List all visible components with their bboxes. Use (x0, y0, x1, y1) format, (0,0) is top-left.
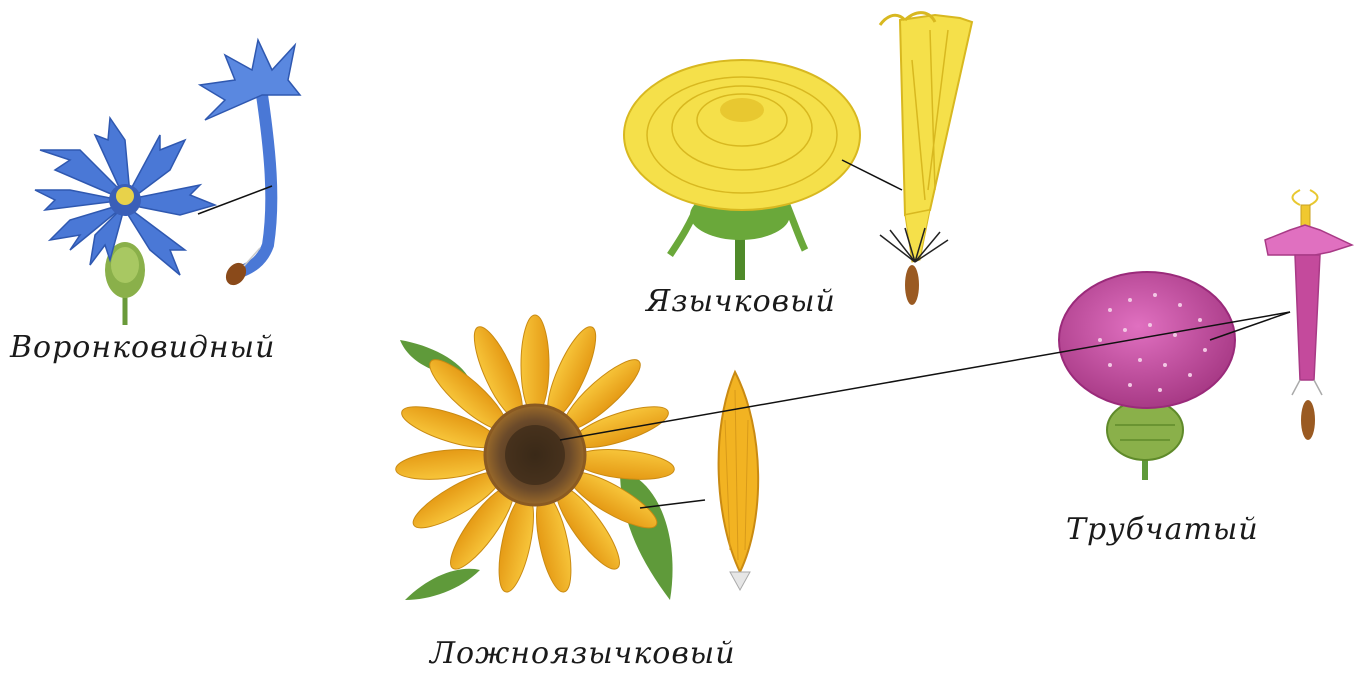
ligulate-floret-detail (880, 13, 972, 305)
label-tubular-floret: Трубчатый (1066, 512, 1259, 547)
label-funnel-floret: Воронковидный (10, 330, 275, 365)
label-pseudo-ligulate-floret: Ложноязычковый (430, 636, 736, 671)
leader-line-ligulate (842, 160, 902, 190)
tubular-floret-detail (1265, 190, 1352, 440)
thistle-flower-head (1059, 272, 1235, 480)
cornflower-flower-head (35, 118, 215, 325)
sunflower-flower-head (394, 315, 675, 600)
label-ligulate-floret: Язычковый (646, 284, 836, 319)
leader-line-funnel (198, 186, 272, 214)
dandelion-flower-head (624, 60, 860, 280)
funnel-floret-detail (200, 40, 300, 289)
pseudo-ligulate-floret-detail (719, 372, 759, 590)
